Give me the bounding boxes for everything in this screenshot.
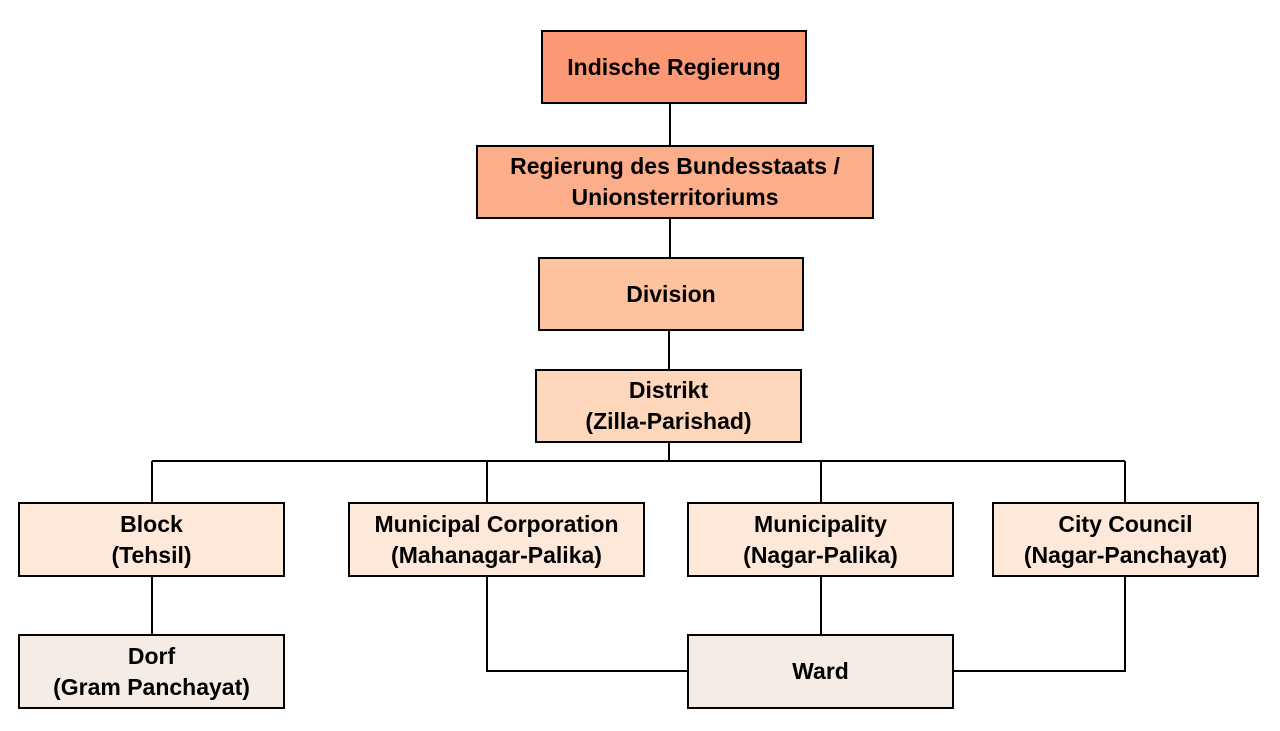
- node-label: Municipality: [754, 510, 887, 537]
- node-sublabel: (Zilla-Parishad): [585, 408, 752, 434]
- connector-municipal-corporation-to-ward: [486, 576, 689, 672]
- node-sublabel: (Tehsil): [111, 541, 192, 568]
- node-label: Municipal Corporation: [374, 510, 619, 537]
- node-label: Regierung des Bundesstaats /: [510, 153, 840, 179]
- node-village: Dorf (Gram Panchayat): [18, 634, 285, 709]
- node-sublabel: (Gram Panchayat): [53, 673, 250, 700]
- node-label: Ward: [792, 658, 849, 684]
- node-label: Dorf: [127, 642, 176, 669]
- node-label: City Council: [1058, 510, 1193, 537]
- node-label: Division: [626, 280, 716, 307]
- node-municipality: Municipality (Nagar-Palika): [687, 502, 954, 577]
- node-sublabel: Unionsterritoriums: [571, 184, 779, 210]
- node-division: Division: [538, 257, 804, 331]
- node-sublabel: (Mahanagar-Palika): [391, 541, 602, 568]
- node-city-council: City Council (Nagar-Panchayat): [992, 502, 1259, 577]
- node-sublabel: (Nagar-Palika): [743, 541, 898, 568]
- node-indian-government: Indische Regierung: [541, 30, 807, 104]
- node-state-government: Regierung des Bundesstaats / Unionsterri…: [476, 145, 874, 219]
- node-label: Block: [120, 510, 183, 537]
- node-ward: Ward: [687, 634, 954, 709]
- node-district: Distrikt (Zilla-Parishad): [535, 369, 802, 443]
- node-block: Block (Tehsil): [18, 502, 285, 577]
- node-sublabel: (Nagar-Panchayat): [1023, 541, 1228, 568]
- node-label: Indische Regierung: [567, 53, 781, 80]
- node-label: Distrikt: [628, 377, 709, 403]
- connector-city-council-to-ward: [953, 576, 1126, 672]
- node-municipal-corporation: Municipal Corporation (Mahanagar-Palika): [348, 502, 645, 577]
